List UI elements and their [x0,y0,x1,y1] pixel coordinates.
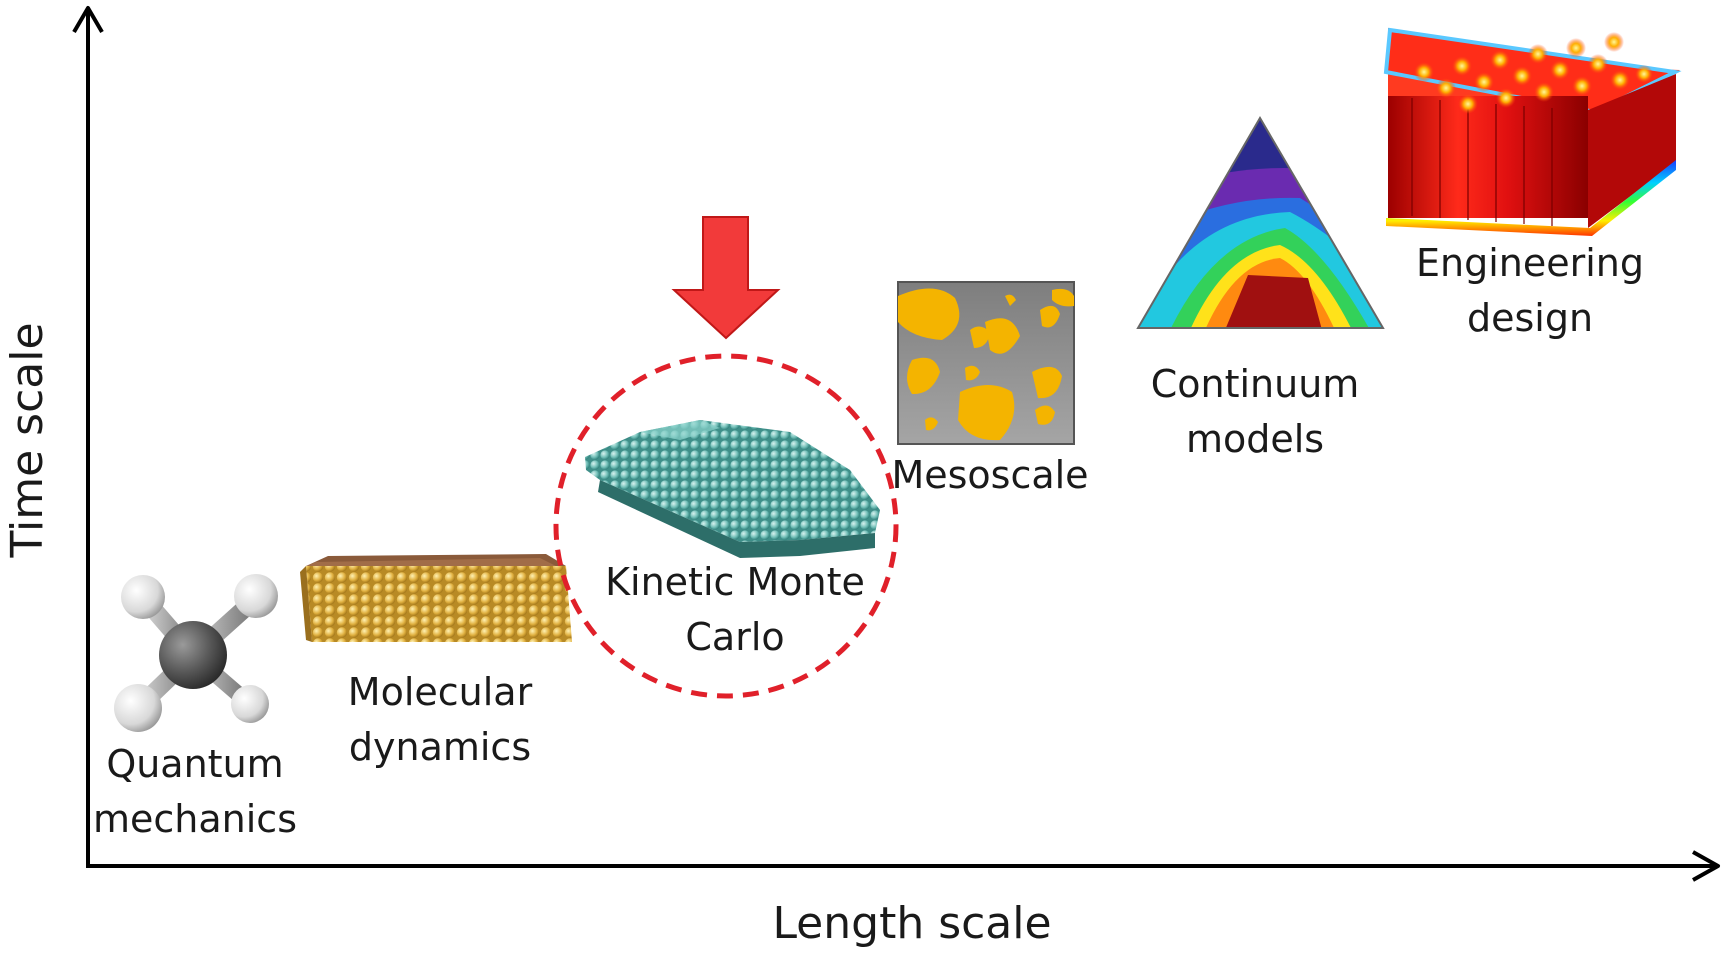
ternary-contour-icon [1136,116,1385,329]
stage-label-mesoscale: Mesoscale [891,453,1089,497]
kmc-highlight-circle [553,353,899,699]
atom-lattice-slab-icon [300,554,572,642]
battery-pack-icon [1383,27,1682,236]
y-axis-arrowhead [72,6,104,34]
x-axis-arrowhead [1692,850,1720,882]
y-axis-title: Time scale [2,322,53,558]
grain-microstructure-icon [897,281,1075,445]
axes [72,6,1720,882]
kmc-surface-icon [585,420,880,558]
down-arrow-icon [671,216,781,340]
methane-molecule-icon [114,574,278,732]
x-axis-title: Length scale [772,898,1051,949]
